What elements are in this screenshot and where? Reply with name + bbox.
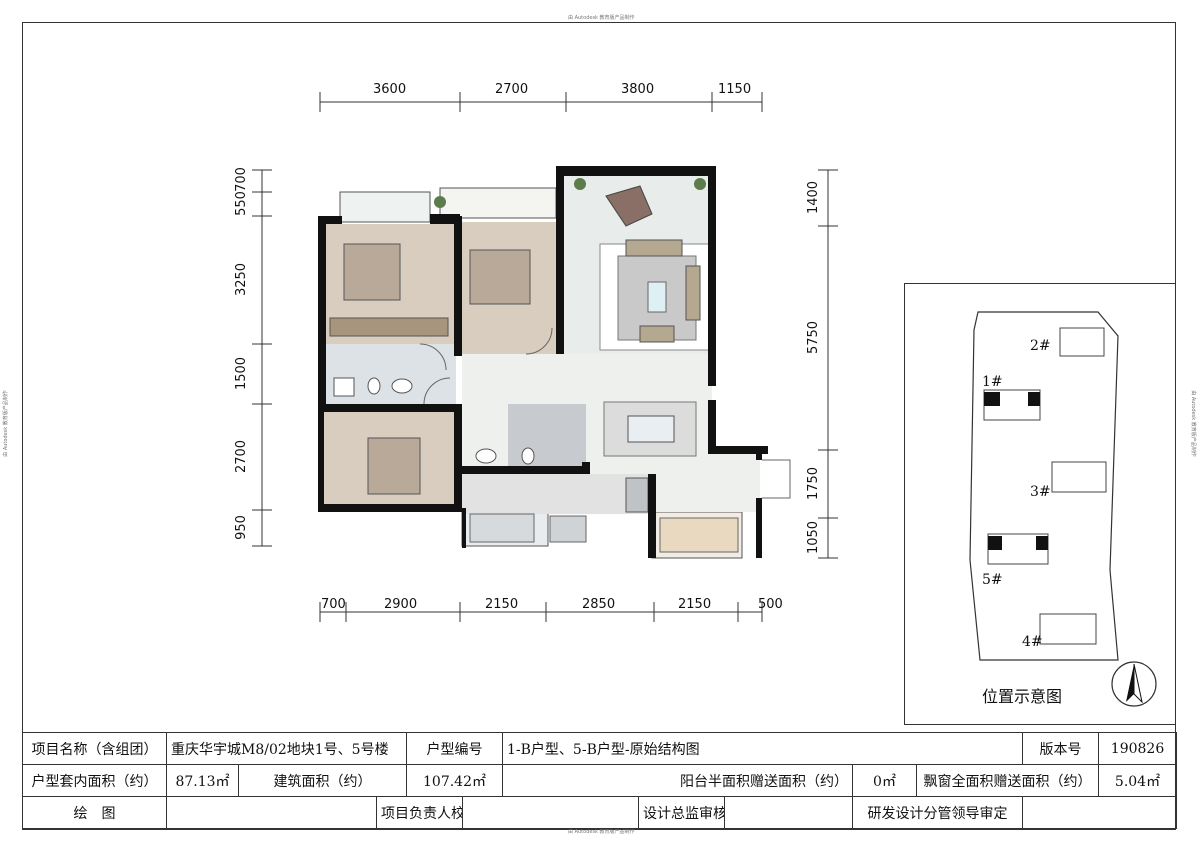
inner-area-label: 户型套内面积（约） <box>22 764 167 797</box>
furniture <box>329 178 739 553</box>
dim-top-3: 3800 <box>621 82 655 97</box>
dim-bottom-4: 2850 <box>582 597 616 612</box>
dim-bottom-2: 2900 <box>384 597 418 612</box>
building-label-5: 5# <box>982 572 1003 588</box>
wardrobe-icon <box>329 317 449 337</box>
checker-signature[interactable] <box>462 796 639 829</box>
sink-icon <box>391 378 413 394</box>
coffee-table-icon <box>647 281 667 313</box>
armchair-icon <box>639 325 675 343</box>
building-highlight-1 <box>1028 392 1040 406</box>
building-label-1: 1# <box>982 374 1003 390</box>
bed-icon <box>367 437 421 495</box>
inner-area-value: 87.13㎡ <box>166 764 239 797</box>
walls <box>318 166 768 558</box>
project-name-value: 重庆华宇城M8/02地块1号、5号楼 <box>166 732 407 765</box>
piano-icon <box>605 185 653 227</box>
building-outline-2 <box>1059 327 1105 357</box>
bed-icon <box>343 243 401 301</box>
building-highlight-5 <box>1036 536 1048 550</box>
dim-left-4: 1500 <box>234 356 250 391</box>
dim-bottom-5: 2150 <box>678 597 712 612</box>
location-panel <box>904 283 1176 725</box>
toilet-icon <box>367 377 381 395</box>
dim-top-1: 3600 <box>373 82 407 97</box>
table-row: 户型套内面积（约） 87.13㎡ 建筑面积（约） 107.42㎡ 阳台半面积赠送… <box>22 764 1178 797</box>
unit-code-value: 1-B户型、5-B户型-原始结构图 <box>501 732 1024 765</box>
dim-left-2: 550 <box>233 191 249 216</box>
dining-table-icon <box>627 415 675 443</box>
bathroom-2 <box>508 404 586 468</box>
laundry-icon <box>469 513 535 543</box>
dim-right-3: 1750 <box>806 466 822 501</box>
sofa-icon <box>685 265 701 321</box>
plant-icon <box>694 178 706 190</box>
dim-bottom-1: 700 <box>321 597 346 612</box>
balcony-area-value: 0㎡ <box>852 764 917 797</box>
rd-approval-signature[interactable] <box>1022 796 1178 829</box>
design-review-signature[interactable] <box>724 796 853 829</box>
building-outline-4 <box>1039 613 1097 645</box>
drawing-label: 绘 图 <box>22 796 167 829</box>
kitchen <box>462 474 650 514</box>
version-value: 190826 <box>1098 732 1178 765</box>
bed-icon <box>469 249 531 305</box>
drawing-signature[interactable] <box>166 796 377 829</box>
location-map-title: 位置示意图 <box>982 687 1063 706</box>
dim-left-6: 950 <box>233 515 249 540</box>
dim-right-1: 1400 <box>806 180 822 215</box>
project-name-label: 项目名称（含组团） <box>22 732 167 765</box>
checker-label: 项目负责人校对 <box>376 796 463 829</box>
balcony-area-label: 阳台半面积赠送面积（约） <box>502 764 853 797</box>
dim-top-2: 2700 <box>495 82 529 97</box>
sink-icon <box>475 448 497 464</box>
bay-window-icon <box>659 517 739 553</box>
building-label-4: 4# <box>1022 634 1043 650</box>
design-review-label: 设计总监审核 <box>638 796 725 829</box>
plant-icon <box>434 196 446 208</box>
watermark-bottom: 由 Autodesk 教育版产品制作 <box>568 829 635 835</box>
dim-left-3: 3250 <box>234 262 250 297</box>
version-label: 版本号 <box>1022 732 1100 765</box>
building-highlight-5 <box>988 536 1002 550</box>
building-area-value: 107.42㎡ <box>406 764 503 797</box>
dim-bottom-6: 500 <box>758 597 783 612</box>
dim-right-4: 1050 <box>806 520 822 555</box>
building-label-3: 3# <box>1030 484 1051 500</box>
building-outline-3 <box>1051 461 1107 493</box>
building-label-2: 2# <box>1030 338 1051 354</box>
table-row: 绘 图 项目负责人校对 设计总监审核 研发设计分管领导审定 <box>22 796 1178 829</box>
dim-bottom-3: 2150 <box>485 597 519 612</box>
bathtub-icon <box>333 377 355 397</box>
doors <box>419 327 791 499</box>
dim-left-5: 2700 <box>234 439 250 474</box>
dim-left-1: 700 <box>233 167 249 192</box>
stove-icon <box>625 477 649 513</box>
kitchen-sink-icon <box>549 515 587 543</box>
sofa-icon <box>625 239 683 257</box>
site-map <box>969 311 1157 707</box>
north-arrow-icon <box>1111 661 1157 707</box>
entry-area <box>652 450 760 512</box>
title-block-table: 项目名称（含组团） 重庆华宇城M8/02地块1号、5号楼 户型编号 1-B户型、… <box>22 732 1178 829</box>
watermark-top: 由 Autodesk 教育版产品制作 <box>568 15 635 21</box>
dimension-lines <box>252 92 838 622</box>
unit-code-label: 户型编号 <box>406 732 503 765</box>
table-row: 项目名称（含组团） 重庆华宇城M8/02地块1号、5号楼 户型编号 1-B户型、… <box>22 732 1178 765</box>
plant-icon <box>574 178 586 190</box>
bay-window-area-label: 飘窗全面积赠送面积（约） <box>915 764 1100 797</box>
dim-top-4: 1150 <box>718 82 752 97</box>
rd-approval-label: 研发设计分管领导审定 <box>851 796 1024 829</box>
toilet-icon <box>521 447 535 465</box>
building-area-label: 建筑面积（约） <box>238 764 407 797</box>
building-highlight-1 <box>984 392 1000 406</box>
dim-right-2: 5750 <box>806 320 822 355</box>
bay-window-area-value: 5.04㎡ <box>1098 764 1178 797</box>
